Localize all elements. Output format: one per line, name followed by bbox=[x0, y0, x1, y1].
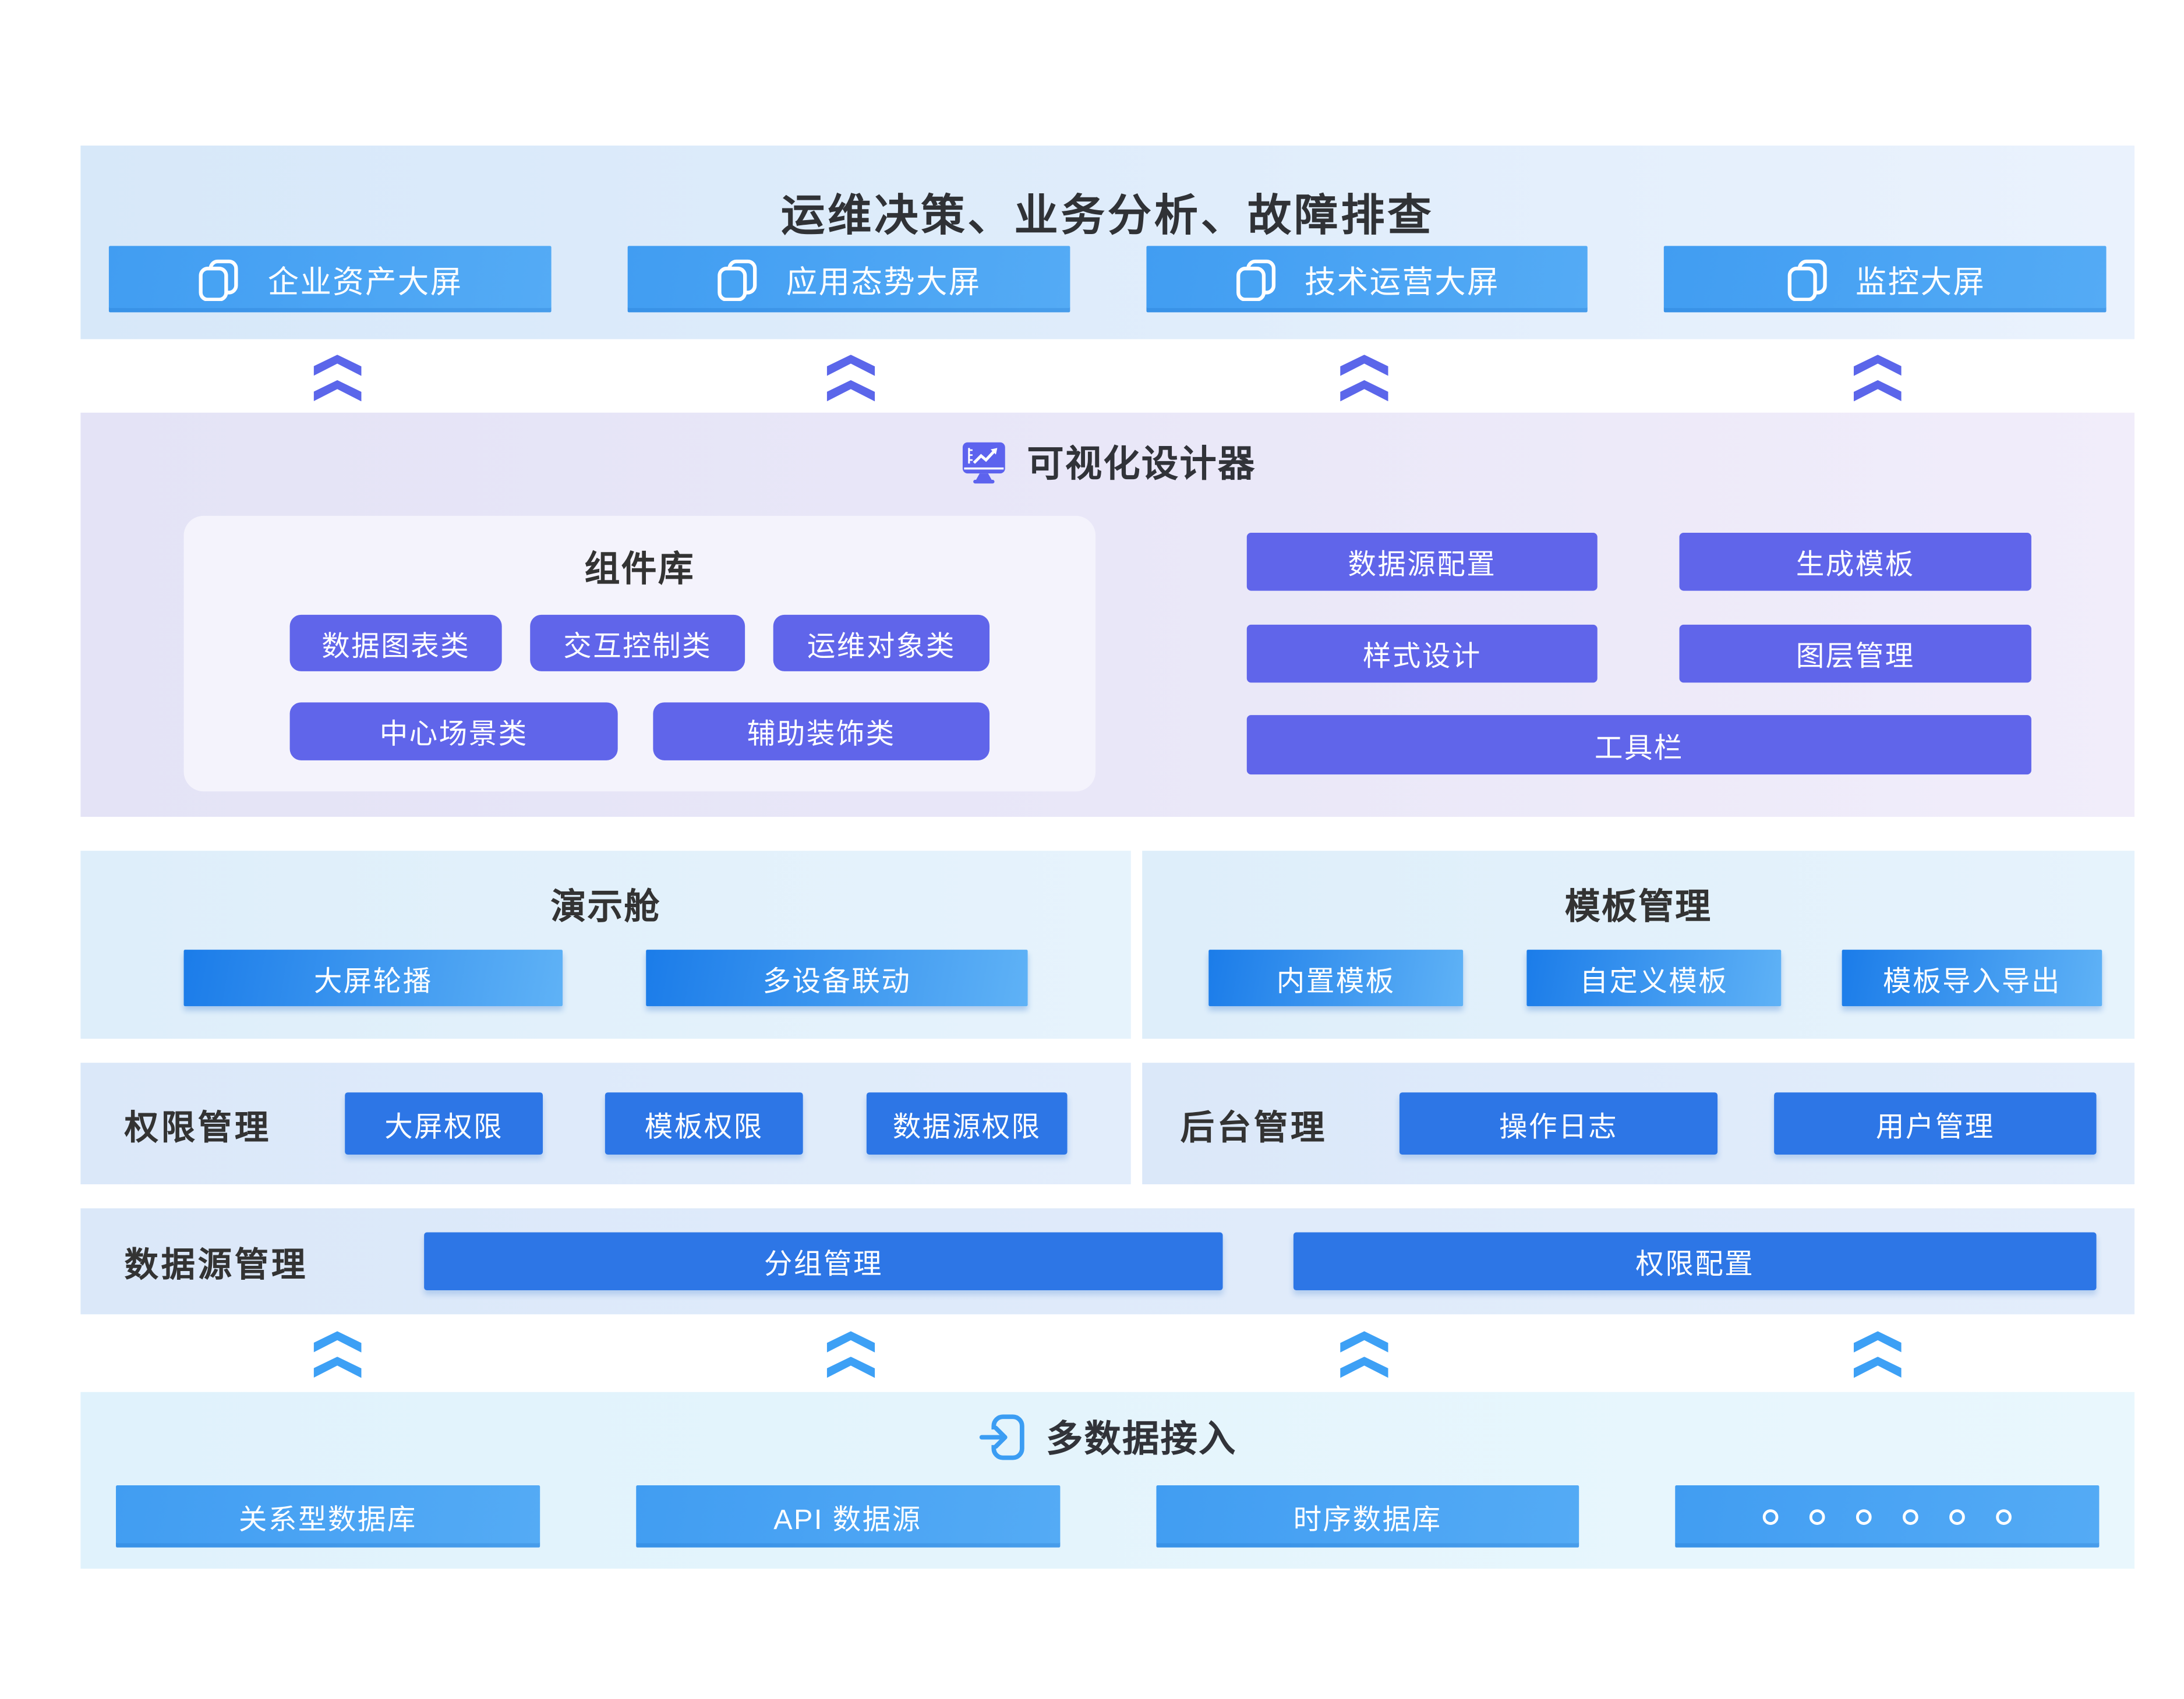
data-access-header: 多数据接入 bbox=[80, 1410, 2134, 1463]
button-label: 数据图表类 bbox=[321, 631, 471, 663]
designer-monitor-icon bbox=[959, 436, 1010, 487]
visual-designer-panel: 可视化设计器 组件库 数据图表类 交互控制类 运维对象类 中心场景类 辅助装饰类… bbox=[80, 412, 2135, 817]
builtin-template-button[interactable]: 内置模板 bbox=[1208, 950, 1464, 1007]
permission-management-label: 权限管理 bbox=[124, 1109, 272, 1147]
button-label: 分组管理 bbox=[764, 1249, 883, 1281]
data-access-title: 多数据接入 bbox=[1046, 1417, 1237, 1460]
auxiliary-decoration-category-button[interactable]: 辅助装饰类 bbox=[653, 702, 990, 760]
template-management-panel: 模板管理 内置模板 自定义模板 模板导入导出 bbox=[1142, 851, 2135, 1039]
template-management-title: 模板管理 bbox=[1564, 887, 1712, 928]
button-label: 大屏轮播 bbox=[313, 965, 433, 997]
user-management-button[interactable]: 用户管理 bbox=[1774, 1092, 2097, 1155]
center-scene-category-button[interactable]: 中心场景类 bbox=[289, 702, 618, 760]
interactive-control-category-button[interactable]: 交互控制类 bbox=[530, 614, 745, 671]
generate-template-button[interactable]: 生成模板 bbox=[1679, 533, 2031, 591]
up-chevron-icon bbox=[1340, 355, 1388, 403]
button-label: 辅助装饰类 bbox=[747, 719, 896, 751]
app-situation-screen-button[interactable]: 应用态势大屏 bbox=[627, 246, 1070, 313]
data-chart-category-button[interactable]: 数据图表类 bbox=[289, 614, 502, 671]
button-label: 权限配置 bbox=[1635, 1249, 1755, 1281]
permission-config-button[interactable]: 权限配置 bbox=[1293, 1232, 2097, 1291]
button-label: 模板权限 bbox=[644, 1111, 764, 1143]
top-section-panel: 运维决策、业务分析、故障排查 企业资产大屏 应用态势 bbox=[80, 146, 2135, 339]
button-label: 自定义模板 bbox=[1579, 965, 1729, 997]
button-label: API 数据源 bbox=[773, 1504, 922, 1536]
template-import-export-button[interactable]: 模板导入导出 bbox=[1842, 950, 2102, 1007]
screens-icon bbox=[197, 258, 239, 300]
backend-management-panel: 后台管理 操作日志 用户管理 bbox=[1142, 1063, 2135, 1184]
up-chevron-icon bbox=[1853, 355, 1902, 403]
top-buttons-row: 企业资产大屏 应用态势大屏 技术运营大屏 bbox=[80, 246, 2134, 313]
layer-management-button[interactable]: 图层管理 bbox=[1679, 624, 2031, 683]
visual-designer-title: 可视化设计器 bbox=[1027, 442, 1256, 485]
datasource-management-panel: 数据源管理 分组管理 权限配置 bbox=[80, 1208, 2135, 1315]
button-label: 中心场景类 bbox=[379, 719, 528, 751]
button-label: 模板导入导出 bbox=[1883, 965, 2061, 997]
demo-cabin-panel: 演示舱 大屏轮播 多设备联动 bbox=[80, 851, 1131, 1039]
api-datasource-button[interactable]: API 数据源 bbox=[635, 1485, 1060, 1548]
button-label: 监控大屏 bbox=[1855, 263, 1986, 299]
button-label: 企业资产大屏 bbox=[267, 263, 463, 299]
button-label: 操作日志 bbox=[1499, 1111, 1618, 1143]
screen-carousel-button[interactable]: 大屏轮播 bbox=[183, 950, 563, 1007]
up-chevron-icon bbox=[826, 355, 875, 403]
up-chevron-icon bbox=[313, 355, 362, 403]
button-label: 交互控制类 bbox=[563, 631, 712, 663]
up-chevron-icon bbox=[313, 1331, 362, 1379]
up-chevron-icon bbox=[1340, 1331, 1388, 1379]
button-label: 用户管理 bbox=[1875, 1111, 1995, 1143]
toolbar-button[interactable]: 工具栏 bbox=[1246, 715, 2031, 775]
monitor-screen-button[interactable]: 监控大屏 bbox=[1664, 246, 2107, 313]
tech-operation-screen-button[interactable]: 技术运营大屏 bbox=[1146, 246, 1588, 313]
multi-device-linkage-button[interactable]: 多设备联动 bbox=[646, 950, 1028, 1007]
button-label: 内置模板 bbox=[1276, 965, 1395, 997]
ellipsis-dots bbox=[1763, 1509, 2012, 1524]
data-access-buttons-row: 关系型数据库 API 数据源 时序数据库 bbox=[80, 1485, 2134, 1548]
button-label: 生成模板 bbox=[1796, 550, 1915, 581]
relational-database-button[interactable]: 关系型数据库 bbox=[116, 1485, 540, 1548]
more-datasources-button[interactable] bbox=[1675, 1485, 2100, 1548]
group-management-button[interactable]: 分组管理 bbox=[424, 1232, 1223, 1291]
upward-flow-arrows-top bbox=[80, 353, 2134, 404]
component-library-panel: 组件库 数据图表类 交互控制类 运维对象类 中心场景类 辅助装饰类 bbox=[183, 515, 1096, 792]
ops-object-category-button[interactable]: 运维对象类 bbox=[773, 614, 990, 671]
enterprise-asset-screen-button[interactable]: 企业资产大屏 bbox=[108, 246, 552, 313]
button-label: 运维对象类 bbox=[807, 631, 956, 663]
datasource-permission-button[interactable]: 数据源权限 bbox=[866, 1092, 1068, 1155]
style-design-button[interactable]: 样式设计 bbox=[1246, 624, 1598, 683]
screens-icon bbox=[715, 258, 758, 300]
data-access-panel: 多数据接入 关系型数据库 API 数据源 时序数据库 bbox=[80, 1392, 2135, 1569]
visual-designer-header: 可视化设计器 bbox=[80, 436, 2134, 488]
up-chevron-icon bbox=[826, 1331, 875, 1379]
button-label: 数据源权限 bbox=[892, 1111, 1041, 1143]
permission-management-panel: 权限管理 大屏权限 模板权限 数据源权限 bbox=[80, 1063, 1131, 1184]
button-label: 应用态势大屏 bbox=[786, 263, 981, 299]
demo-cabin-title: 演示舱 bbox=[550, 887, 661, 928]
timeseries-database-button[interactable]: 时序数据库 bbox=[1155, 1485, 1579, 1548]
screens-icon bbox=[1785, 258, 1828, 300]
button-label: 大屏权限 bbox=[384, 1111, 504, 1143]
upward-flow-arrows-bottom bbox=[80, 1330, 2134, 1381]
button-label: 技术运营大屏 bbox=[1304, 263, 1500, 299]
button-label: 时序数据库 bbox=[1293, 1504, 1442, 1536]
custom-template-button[interactable]: 自定义模板 bbox=[1526, 950, 1782, 1007]
import-arrow-icon bbox=[978, 1413, 1027, 1461]
button-label: 多设备联动 bbox=[762, 965, 911, 997]
screen-permission-button[interactable]: 大屏权限 bbox=[345, 1092, 543, 1155]
screens-icon bbox=[1234, 258, 1277, 300]
button-label: 数据源配置 bbox=[1348, 550, 1497, 581]
top-section-title: 运维决策、业务分析、故障排查 bbox=[781, 190, 1434, 240]
operation-log-button[interactable]: 操作日志 bbox=[1399, 1092, 1718, 1155]
button-label: 关系型数据库 bbox=[238, 1504, 417, 1536]
template-permission-button[interactable]: 模板权限 bbox=[605, 1092, 803, 1155]
component-library-title: 组件库 bbox=[584, 550, 695, 590]
up-chevron-icon bbox=[1853, 1331, 1902, 1379]
button-label: 样式设计 bbox=[1362, 641, 1482, 673]
datasource-management-label: 数据源管理 bbox=[124, 1246, 309, 1285]
backend-management-label: 后台管理 bbox=[1180, 1109, 1328, 1147]
button-label: 图层管理 bbox=[1796, 641, 1915, 673]
datasource-config-button[interactable]: 数据源配置 bbox=[1246, 533, 1598, 591]
button-label: 工具栏 bbox=[1594, 732, 1684, 764]
